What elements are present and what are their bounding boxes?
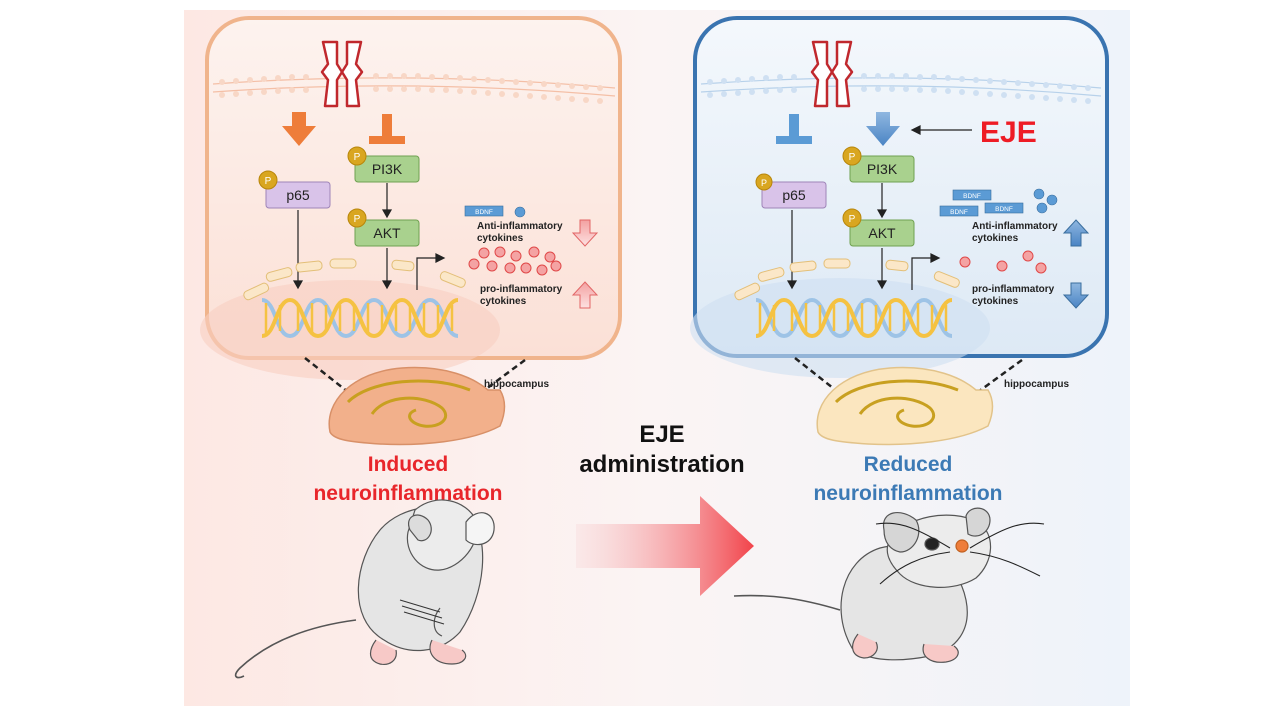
right-anti-label-1: Anti-inflammatory: [972, 221, 1058, 232]
center-label-line-1: EJE: [639, 421, 684, 448]
left-anti-decrease-arrow-icon: [571, 219, 599, 247]
right-bdnf-icon-3: [984, 202, 1024, 214]
left-panel: p65 P PI3K P AKT P: [200, 16, 622, 380]
administration-arrow-icon: [576, 496, 754, 596]
right-akt-label: AKT: [868, 225, 896, 241]
left-p65-box: [265, 181, 331, 209]
left-akt-phospho-icon: [347, 208, 367, 228]
right-title-line-1: Reduced: [864, 453, 953, 476]
left-pro-increase-arrow-icon: [571, 281, 599, 309]
left-pi3k-box: [354, 155, 420, 183]
right-anti-cytokine-dots: [1033, 188, 1058, 214]
right-akt-p-label: P: [849, 214, 856, 225]
left-receptor-icon: [320, 40, 364, 108]
right-p65-p-label: P: [761, 178, 767, 188]
left-dna-icon: [261, 297, 459, 339]
right-transcription-arrow-icon: [911, 253, 941, 290]
right-zoom-lines: [794, 357, 1023, 394]
left-akt-box: [354, 219, 420, 247]
right-pro-label-1: pro-inflammatory: [972, 284, 1055, 295]
left-hippocampus-label: hippocampus: [484, 379, 549, 390]
right-bdnf-label-2: BDNF: [950, 209, 968, 216]
right-panel: EJE p65 P PI3K P AKT P: [690, 16, 1109, 378]
left-pro-label-2: cytokines: [480, 296, 527, 307]
left-p65-label: p65: [286, 187, 310, 203]
right-anti-label-2: cytokines: [972, 233, 1019, 244]
left-pi3k-phospho-icon: [347, 146, 367, 166]
left-pi3k-p-label: P: [354, 152, 361, 163]
right-pi3k-box: [849, 155, 915, 183]
right-membrane-heads: [707, 73, 1091, 104]
right-bdnf-label-1: BDNF: [963, 193, 981, 200]
right-pro-cytokine-dots: [959, 250, 1047, 274]
left-anti-label-2: cytokines: [477, 233, 524, 244]
right-p65-label: p65: [782, 187, 806, 203]
right-pro-decrease-arrow-icon: [1062, 282, 1090, 309]
right-anti-increase-arrow-icon: [1062, 219, 1090, 247]
left-membrane-heads: [219, 73, 603, 104]
left-p65-phospho-icon: [258, 170, 278, 190]
eje-arrow-icon: [910, 125, 972, 135]
left-activation-arrow-icon: [282, 112, 316, 146]
right-title-line-2: neuroinflammation: [813, 482, 1002, 505]
right-pi3k-phospho-icon: [842, 146, 862, 166]
left-hippocampus-icon: [328, 366, 506, 446]
left-bdnf-icon: [464, 205, 504, 217]
right-nucleus-glow: [690, 278, 990, 378]
left-transcription-arrow-icon: [416, 253, 446, 290]
right-receptor-icon: [810, 40, 854, 108]
right-dna-icon: [755, 297, 953, 339]
right-hippocampus-icon: [816, 366, 994, 446]
right-akt-box: [849, 219, 915, 247]
right-activation-arrow-icon: [866, 112, 900, 146]
left-title-line-1: Induced: [368, 453, 449, 476]
left-pro-cytokine-dots: [468, 246, 562, 276]
center-label-line-2: administration: [579, 451, 744, 478]
left-pathway-arrows: [292, 183, 393, 290]
right-akt-phospho-icon: [842, 208, 862, 228]
right-bdnf-icon-2: [939, 205, 979, 217]
left-anti-cytokine-dot: [514, 206, 526, 218]
right-inhibition-icon: [776, 114, 812, 144]
right-eje-label: EJE: [980, 116, 1037, 149]
left-pi3k-label: PI3K: [372, 161, 403, 177]
right-pathway-arrows: [786, 183, 888, 290]
left-nuclear-envelope: [243, 258, 466, 301]
right-bdnf-icon-1: [952, 189, 992, 201]
right-pro-label-2: cytokines: [972, 296, 1019, 307]
left-bdnf-label: BDNF: [475, 209, 493, 216]
left-anti-label-1: Anti-inflammatory: [477, 221, 563, 232]
left-inhibition-icon: [369, 114, 405, 144]
left-zoom-lines: [304, 357, 526, 394]
right-bdnf-label-3: BDNF: [995, 206, 1013, 213]
right-p65-box: [761, 181, 827, 209]
left-akt-label: AKT: [373, 225, 401, 241]
right-pi3k-label: PI3K: [867, 161, 898, 177]
right-hippocampus-label: hippocampus: [1004, 379, 1069, 390]
left-title-line-2: neuroinflammation: [313, 482, 502, 505]
right-mouse-icon: [733, 507, 1045, 663]
right-p65-phospho-icon: [755, 173, 773, 191]
right-nuclear-envelope: [734, 258, 960, 301]
left-pro-label-1: pro-inflammatory: [480, 284, 563, 295]
right-pi3k-p-label: P: [849, 152, 856, 163]
left-mouse-icon: [234, 499, 495, 679]
left-p65-p-label: P: [265, 176, 272, 187]
left-akt-p-label: P: [354, 214, 361, 225]
